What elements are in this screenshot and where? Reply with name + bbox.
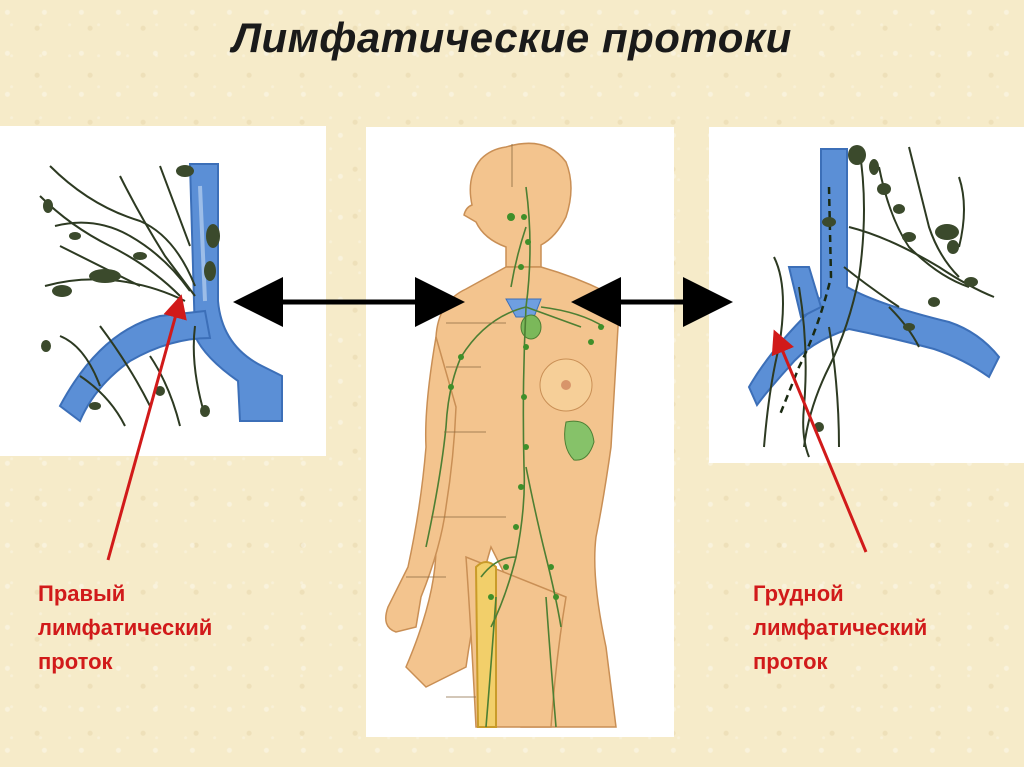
right-duct-illustration bbox=[0, 126, 326, 456]
slide-title: Лимфатические протоки bbox=[232, 14, 792, 61]
caption-line: Грудной bbox=[753, 581, 844, 606]
caption-line: лимфатический bbox=[38, 615, 213, 640]
thoracic-duct-label: Грудной лимфатический проток bbox=[753, 577, 927, 679]
caption-line: Правый bbox=[38, 581, 126, 606]
caption-line: проток bbox=[753, 649, 828, 674]
thoracic-duct-illustration bbox=[709, 127, 1024, 463]
caption-line: лимфатический bbox=[753, 615, 928, 640]
body-illustration bbox=[366, 127, 674, 737]
caption-line: проток bbox=[38, 649, 113, 674]
right-lymphatic-duct-label: Правый лимфатический проток bbox=[38, 577, 212, 679]
